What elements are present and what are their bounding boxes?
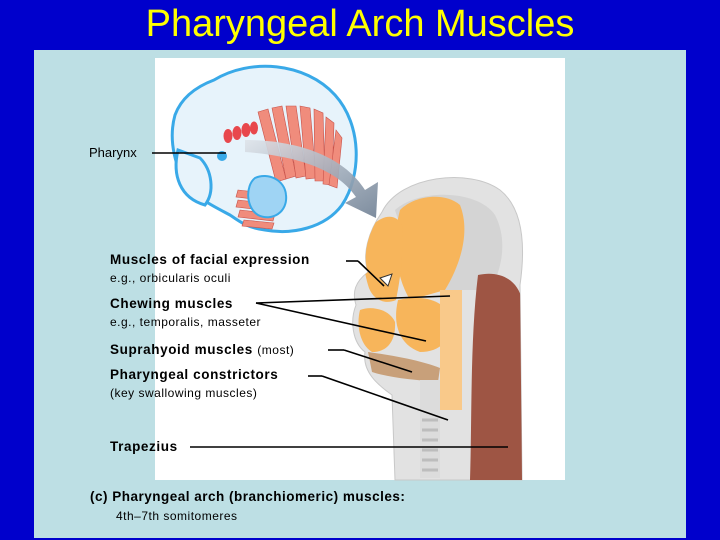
label-suprahyoid-note: (most) — [257, 343, 295, 357]
temporalis-muscle — [395, 196, 465, 300]
label-pharyngeal-constrictors: Pharyngeal constrictors — [110, 367, 279, 382]
label-constrictors-note: (key swallowing muscles) — [110, 386, 258, 400]
label-chewing-muscles: Chewing muscles — [110, 296, 234, 311]
facial-muscles — [363, 216, 403, 302]
leader-chewing-1 — [255, 295, 451, 304]
label-chewing-example: e.g., temporalis, masseter — [110, 315, 262, 329]
trachea-rings — [422, 418, 438, 472]
label-suprahyoid-group: Suprahyoid muscles (most) — [110, 341, 294, 359]
transition-arrow — [245, 140, 378, 218]
figure-caption: (c) Pharyngeal arch (branchiomeric) musc… — [90, 489, 406, 504]
leader-lines — [152, 152, 508, 448]
figure-caption-subline: 4th–7th somitomeres — [116, 509, 238, 523]
leader-constrictors-2 — [321, 375, 449, 421]
label-facial-example: e.g., orbicularis oculi — [110, 271, 231, 285]
label-facial-muscles: Muscles of facial expression — [110, 252, 310, 267]
label-pharynx: Pharynx — [89, 145, 137, 160]
suprahyoid-region — [368, 352, 440, 382]
embryo-head-bulge — [174, 148, 213, 207]
heart-bulge — [247, 175, 288, 219]
pharyngeal-arches — [223, 121, 258, 143]
label-trapezius: Trapezius — [110, 439, 178, 454]
label-suprahyoid: Suprahyoid muscles — [110, 342, 253, 357]
leader-facial-2 — [357, 260, 385, 287]
pharyngeal-constrictor — [440, 290, 462, 410]
slide-title: Pharyngeal Arch Muscles — [145, 3, 575, 45]
masseter-muscle — [396, 297, 452, 352]
leader-chewing-2 — [255, 302, 427, 342]
eye — [379, 273, 393, 287]
adult-head-illustration — [352, 177, 524, 481]
trapezius-muscle — [470, 273, 522, 480]
leader-suprahyoid-2 — [343, 349, 413, 373]
